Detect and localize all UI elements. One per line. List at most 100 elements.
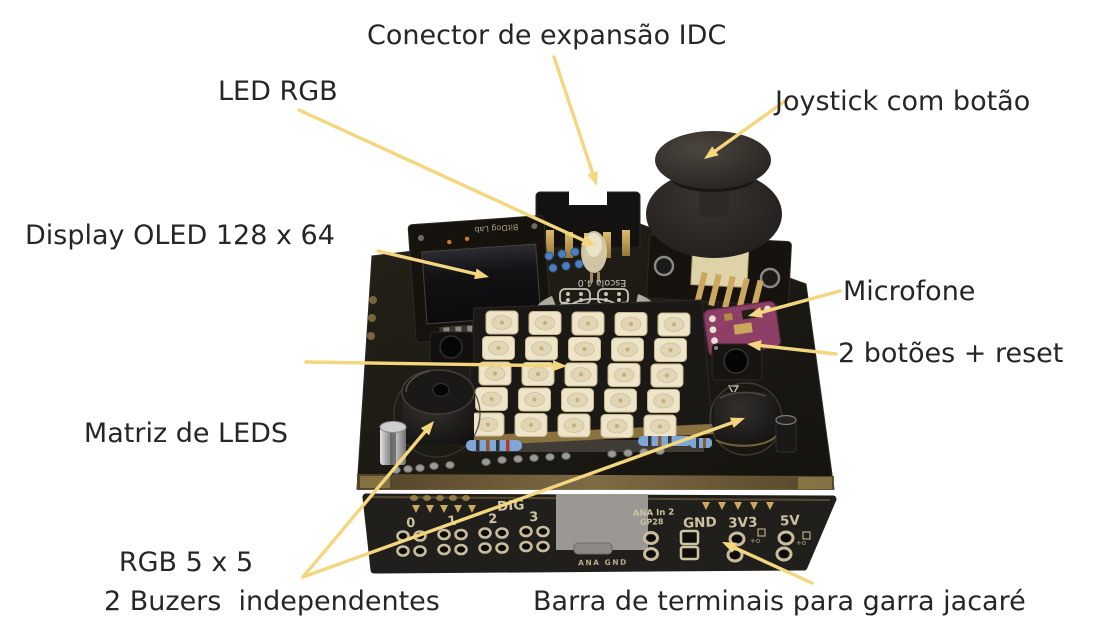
arrow-barra-head bbox=[722, 542, 738, 553]
oled-silkscreen-brand: BitDog Lab bbox=[474, 222, 518, 234]
terminal-hole bbox=[519, 540, 533, 553]
chevron-pad bbox=[468, 505, 476, 513]
arrow-conector-idc-head bbox=[587, 170, 598, 186]
axial-resistors bbox=[466, 436, 712, 451]
led-cell-die bbox=[536, 372, 540, 376]
chevron-pad bbox=[440, 505, 448, 513]
arrow-barra bbox=[722, 542, 814, 585]
led-cell-die bbox=[579, 372, 583, 377]
led-cell-die bbox=[486, 422, 490, 427]
led-cell-die bbox=[618, 398, 623, 403]
solder-joint bbox=[497, 456, 507, 464]
arrow-buzzer-left-shaft bbox=[301, 427, 429, 579]
terminal-hole bbox=[478, 542, 492, 554]
terminal-chevrons bbox=[410, 495, 774, 513]
ana-gnd-label: ANA GND bbox=[578, 558, 628, 568]
arrow-barra-shaft bbox=[730, 544, 814, 585]
solder-joint bbox=[445, 461, 455, 469]
gold-via bbox=[436, 495, 444, 501]
reset-silkscreen-mark bbox=[727, 385, 740, 396]
pcb-edge-highlight-left bbox=[360, 476, 390, 488]
terminal-hole bbox=[478, 527, 492, 539]
led-cell-die bbox=[582, 347, 587, 351]
led-cell-die bbox=[668, 348, 673, 352]
gold-via bbox=[449, 495, 457, 501]
led-cell-die bbox=[572, 423, 576, 428]
led-cell-die bbox=[658, 424, 662, 429]
arrow-joystick-head bbox=[704, 146, 719, 159]
label-matriz-line1: Matriz de LEDS bbox=[83, 418, 289, 449]
terminal-hole bbox=[454, 543, 468, 556]
arrow-microfone-shaft bbox=[756, 289, 842, 315]
terminal-hole bbox=[536, 525, 550, 538]
led-cell-die bbox=[500, 320, 504, 325]
solder-joint bbox=[403, 465, 413, 473]
arrow-led-rgb bbox=[297, 108, 596, 246]
solder-joint bbox=[429, 462, 439, 470]
joystick-pins bbox=[694, 271, 764, 311]
pcb-edge-highlight-right bbox=[798, 477, 832, 489]
dig-label: DIG bbox=[497, 497, 525, 515]
arrow-led-rgb-head bbox=[580, 235, 596, 246]
led-cell-die bbox=[586, 321, 590, 326]
terminal-digit-column: 1 bbox=[437, 514, 468, 556]
arrow-botoes-shaft bbox=[756, 343, 838, 356]
arrow-buzzer-left bbox=[301, 421, 434, 579]
arrow-buzzer-right-shaft bbox=[301, 420, 737, 579]
chevron-pad bbox=[412, 505, 420, 513]
arrow-buzzer-left-head bbox=[420, 421, 434, 436]
chevron-pad bbox=[766, 502, 774, 510]
chevron-pad bbox=[426, 505, 434, 513]
terminal-right: ANA In 2 GP28 GND 3V3 5V +o +o bbox=[633, 508, 811, 563]
pcb-edge-strip bbox=[357, 474, 834, 490]
led-matrix bbox=[471, 310, 691, 439]
solder-joint bbox=[623, 449, 633, 457]
edge-pads bbox=[367, 296, 377, 340]
buzzer-right bbox=[714, 391, 778, 447]
solder-joint bbox=[545, 453, 555, 461]
buzzer-left bbox=[401, 369, 475, 444]
solder-joint bbox=[481, 458, 491, 466]
led-cell-die bbox=[529, 423, 533, 427]
plus-pad-3v3: +o bbox=[750, 537, 760, 545]
terminal-hole bbox=[536, 540, 550, 553]
led-cell-die bbox=[532, 397, 537, 402]
solder-joint bbox=[607, 450, 617, 458]
arrow-conector-idc bbox=[552, 55, 598, 186]
terminal-hole bbox=[454, 528, 468, 541]
solder-joint bbox=[415, 464, 425, 472]
arrow-conector-idc-shaft bbox=[552, 55, 596, 178]
arrow-buzzer-right bbox=[301, 417, 745, 579]
label-matriz: Matriz de LEDS RGB 5 x 5 bbox=[36, 326, 336, 635]
chevron-pad bbox=[702, 502, 710, 510]
solder-joints bbox=[391, 447, 665, 474]
chevron-pad bbox=[734, 502, 742, 510]
button-b bbox=[711, 343, 763, 396]
terminal-hole bbox=[519, 525, 533, 538]
led-cell-die bbox=[625, 347, 630, 352]
gold-via bbox=[462, 495, 470, 501]
label-display-oled: Display OLED 128 x 64 bbox=[25, 220, 335, 251]
joystick bbox=[646, 131, 792, 311]
terminal-digit-label: 3 bbox=[529, 510, 539, 525]
solder-joint bbox=[561, 452, 571, 460]
terminal-digit-label: 1 bbox=[447, 514, 457, 529]
led-cell-die bbox=[615, 424, 619, 428]
led-cell-die bbox=[672, 322, 676, 327]
arrow-matriz-shaft bbox=[304, 360, 558, 368]
terminal-digit-column: 2 bbox=[478, 512, 509, 554]
led-cell-die bbox=[629, 322, 633, 326]
arrow-joystick-shaft bbox=[711, 97, 790, 155]
capacitor-silver bbox=[379, 421, 407, 465]
arrow-display-oled bbox=[376, 249, 489, 280]
terminal-hole bbox=[413, 545, 427, 557]
button-a bbox=[429, 331, 475, 365]
label-conector-idc: Conector de expansão IDC bbox=[367, 20, 727, 51]
label-buzers: 2 Buzers independentes bbox=[104, 586, 440, 617]
terminal-digit-column: 3 bbox=[519, 510, 550, 553]
arrow-display-oled-head bbox=[474, 268, 489, 280]
label-matriz-line2: RGB 5 x 5 bbox=[118, 547, 254, 578]
